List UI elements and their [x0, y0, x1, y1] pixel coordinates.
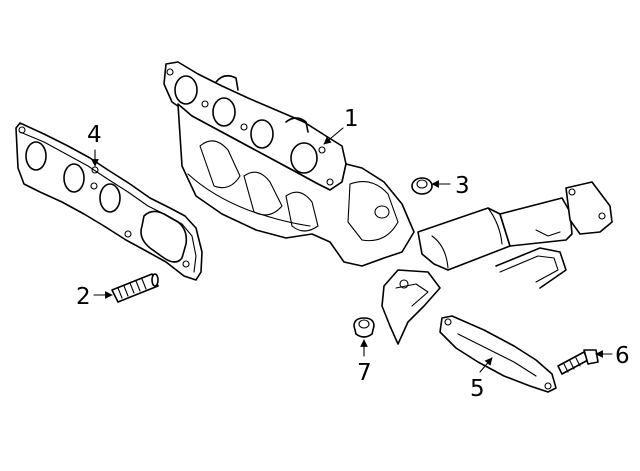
callout-3: 3	[455, 173, 470, 199]
stud	[111, 273, 159, 303]
flange-nut	[353, 317, 375, 338]
exhaust-manifold-with-converter	[163, 61, 613, 345]
callout-6: 6	[615, 343, 630, 369]
exhaust-manifold-gasket	[15, 122, 203, 281]
callout-7: 7	[357, 360, 372, 386]
heat-shield	[439, 315, 557, 393]
nut	[411, 177, 433, 195]
leader-line-5	[479, 357, 493, 373]
callout-4: 4	[87, 122, 102, 148]
callout-1: 1	[344, 106, 359, 132]
callout-2: 2	[76, 284, 91, 310]
callout-5: 5	[470, 376, 485, 402]
leader-line-1	[323, 127, 344, 145]
bolt	[557, 349, 599, 375]
